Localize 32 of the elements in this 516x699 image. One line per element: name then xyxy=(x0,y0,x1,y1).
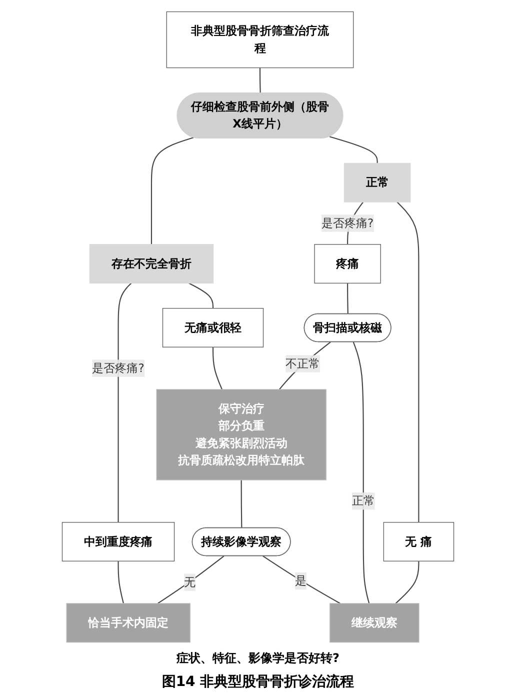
connector xyxy=(347,283,348,314)
connector xyxy=(262,556,340,604)
note-text: 症状、特征、影像学是否好转? xyxy=(176,650,340,667)
node-box: 非典型股骨骨折筛查治疗流程 xyxy=(166,11,354,68)
node-box: 中到重度疼痛 xyxy=(62,522,175,562)
edge-label: 无 xyxy=(184,575,196,589)
node-box: 无痛或很轻 xyxy=(162,308,264,348)
connector xyxy=(118,561,124,604)
connector xyxy=(118,282,132,522)
connector xyxy=(188,282,214,308)
connector xyxy=(396,202,420,522)
connector xyxy=(259,68,261,94)
node-box: 继续观察 xyxy=(330,603,420,643)
node-box: 保守治疗 部分负重 避免紧张剧烈活动 抗骨质疏松改用特立帕肽 xyxy=(156,389,326,480)
connector xyxy=(150,137,194,244)
figure-caption: 图14 非典型股骨骨折诊治流程 xyxy=(162,673,354,691)
connector xyxy=(352,342,370,604)
node-box: 正常 xyxy=(344,162,411,202)
connector xyxy=(395,561,420,604)
connector xyxy=(157,556,224,604)
connector xyxy=(278,342,331,390)
edge-label: 是否疼痛? xyxy=(92,361,144,375)
node-box: 存在不完全骨折 xyxy=(89,244,214,284)
edge-label: 正常 xyxy=(352,494,375,508)
connector xyxy=(240,480,242,528)
node-box: 疼痛 xyxy=(314,244,381,284)
edge-label: 是 xyxy=(295,574,307,588)
connector xyxy=(329,136,378,164)
edge-label: 不正常 xyxy=(286,356,320,370)
connector xyxy=(212,347,223,390)
edge-label: 是否疼痛? xyxy=(322,216,374,230)
node-box: 无 痛 xyxy=(383,522,454,562)
